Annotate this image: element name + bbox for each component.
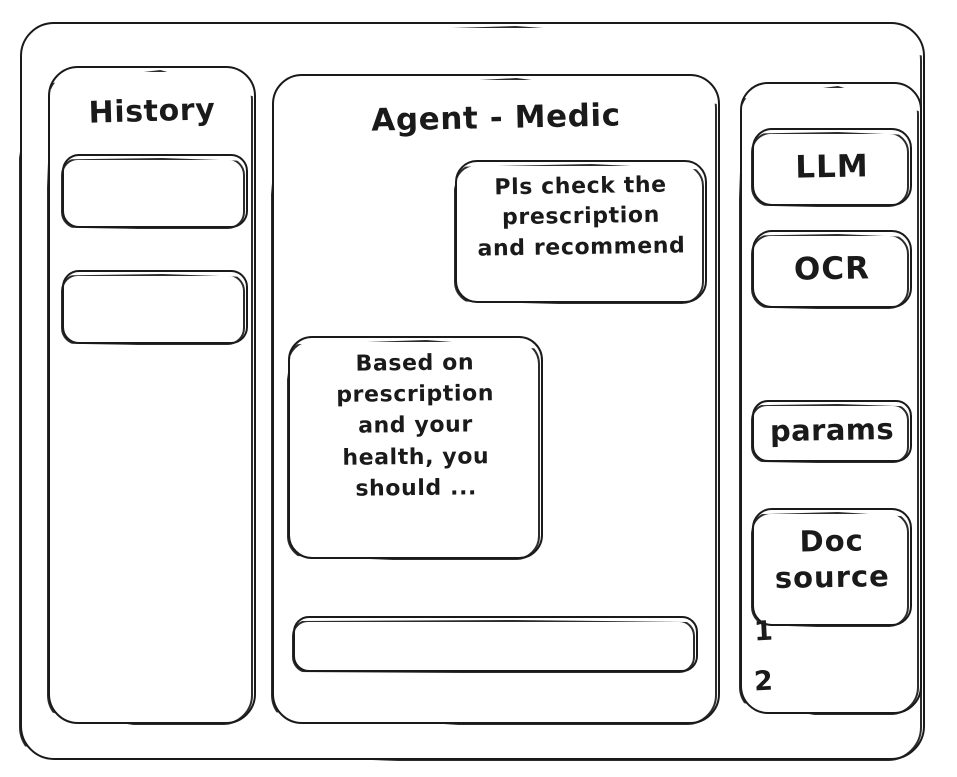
tool-button-llm-label: LLM: [794, 148, 869, 186]
tool-button-ocr-label: OCR: [793, 250, 871, 288]
history-panel-title: History: [88, 92, 216, 131]
tool-button-doc-source[interactable]: [752, 508, 912, 626]
tool-button-ocr[interactable]: [752, 230, 912, 308]
user-message-text: Pls check the prescription and recommend: [477, 172, 686, 262]
doc-source-list-item[interactable]: 2: [753, 665, 774, 698]
user-message-bubble: [455, 160, 707, 303]
tool-button-params[interactable]: [752, 400, 912, 462]
message-input[interactable]: [293, 616, 698, 672]
assistant-message-bubble: [288, 336, 543, 559]
tool-button-params-label: params: [769, 411, 895, 449]
history-list-item[interactable]: [62, 154, 248, 228]
doc-source-list-item[interactable]: 1: [753, 615, 774, 648]
tool-button-llm[interactable]: [752, 128, 912, 206]
assistant-message-text: Based on prescription and your health, y…: [336, 350, 495, 502]
history-list-item[interactable]: [62, 270, 248, 344]
tool-button-doc-source-label: Doc source: [774, 523, 891, 596]
